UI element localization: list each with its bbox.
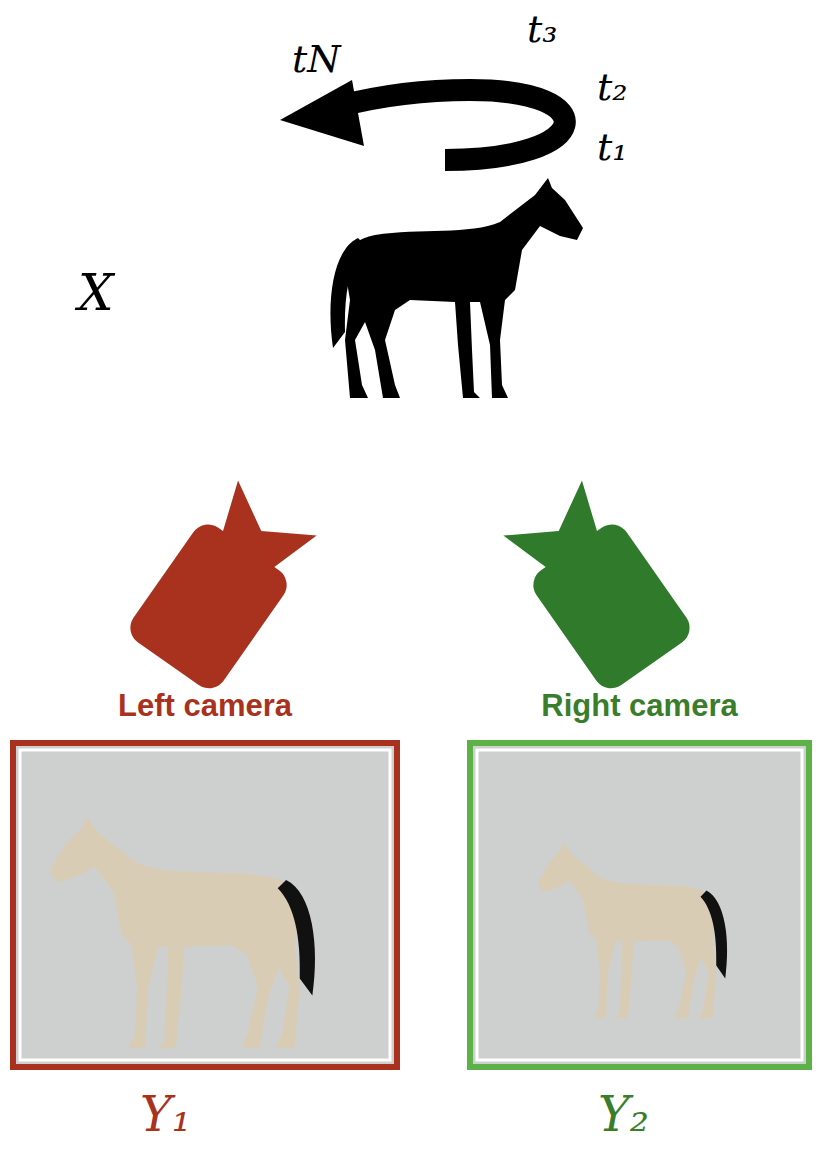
math-label: t₃ [527, 10, 558, 48]
rendered-horse-right [538, 842, 727, 1018]
horse-silhouette [344, 178, 583, 398]
math-label: t₁ [597, 128, 628, 166]
image-inset [20, 750, 390, 1060]
math-label: Y₂ [598, 1090, 649, 1138]
math-label: t₂ [597, 68, 628, 106]
image-inset [477, 750, 802, 1060]
left-camera-symbol [123, 477, 322, 696]
math-label: Y₁ [140, 1090, 191, 1138]
math-label: X [78, 268, 114, 318]
image-background [16, 746, 394, 1064]
right-camera-symbol [498, 477, 697, 696]
horse-tail [330, 238, 366, 348]
rendered-horse-left [50, 817, 315, 1048]
image-background [473, 746, 806, 1064]
image-frame: Left camera [10, 740, 400, 1070]
math-label: tN [292, 40, 341, 78]
arrow-head [280, 80, 364, 146]
camera-heading: Left camera [0, 688, 414, 724]
camera-heading: Right camera [453, 688, 820, 724]
rotation-arrow [340, 90, 565, 160]
image-frame: Right camera [467, 740, 812, 1070]
